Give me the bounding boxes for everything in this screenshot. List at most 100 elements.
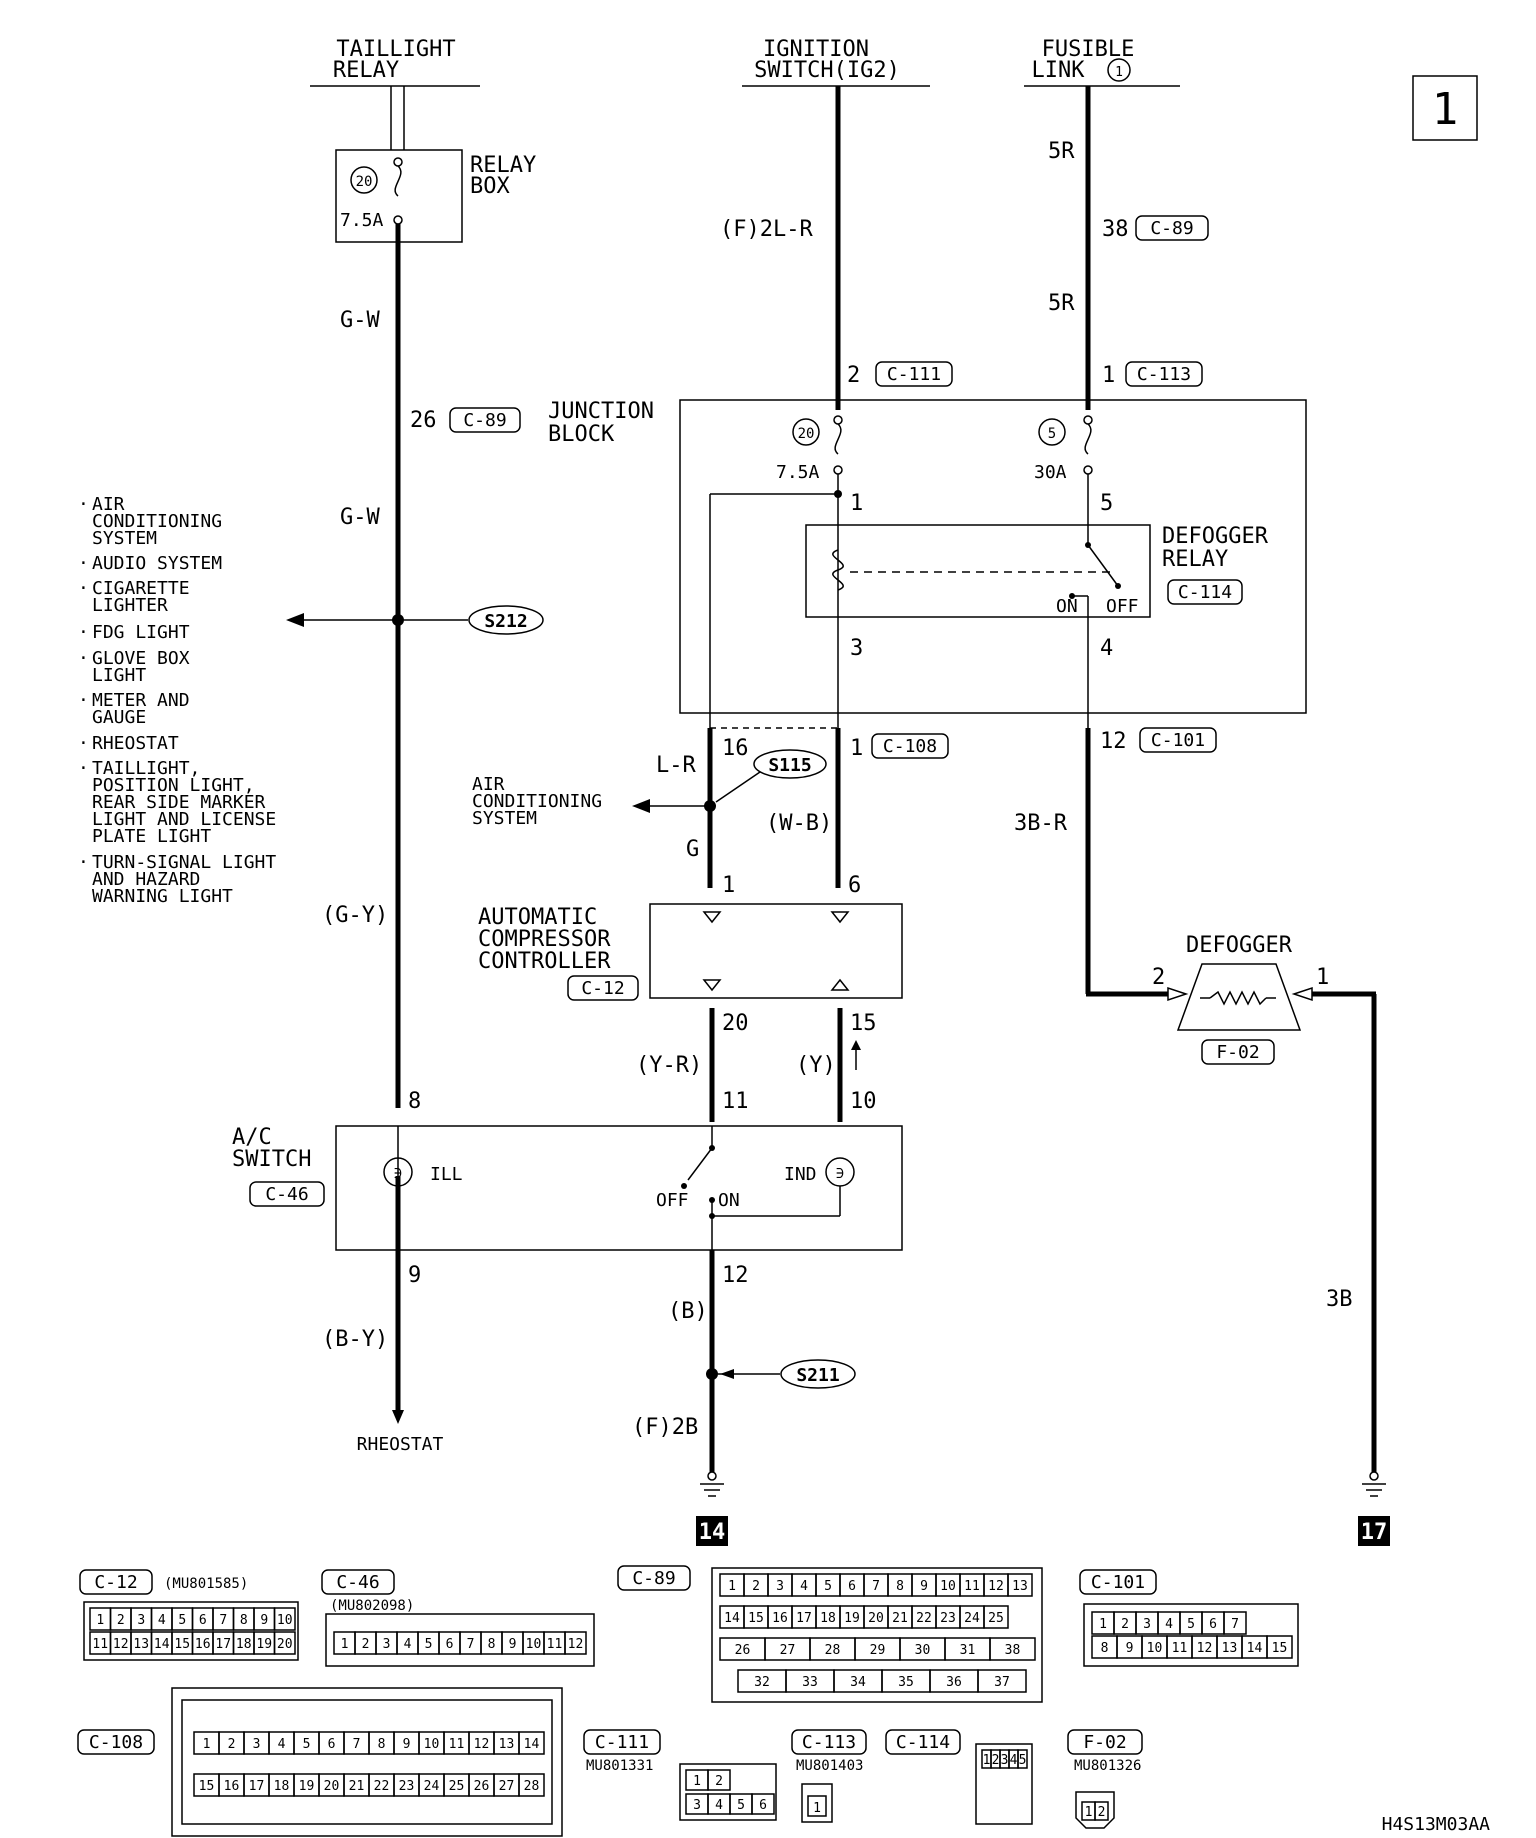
wire-label-yr: (Y-R) bbox=[636, 1053, 702, 1078]
wire-label-g: G bbox=[686, 837, 699, 862]
c108-pin-7: 7 bbox=[353, 1737, 361, 1752]
fusible-label-2: LINK bbox=[1032, 58, 1086, 83]
c89-pin-37: 37 bbox=[994, 1675, 1010, 1690]
c12-pin-11: 11 bbox=[92, 1637, 108, 1652]
c12-pin-8: 8 bbox=[240, 1613, 248, 1628]
c89-pin-34: 34 bbox=[850, 1675, 866, 1690]
wire-label-wb: (W-B) bbox=[766, 811, 832, 836]
cc-pin-1: 1 bbox=[722, 873, 735, 898]
c89-pin-9: 9 bbox=[920, 1579, 928, 1594]
s212-branch-list: · AIR CONDITIONING SYSTEM · AUDIO SYSTEM… bbox=[78, 494, 276, 907]
branch-warning-light: WARNING LIGHT bbox=[92, 886, 233, 907]
c114-pin-3: 3 bbox=[1001, 1753, 1009, 1768]
c114-pin-4: 4 bbox=[1010, 1753, 1018, 1768]
c12-name: C-12 bbox=[94, 1572, 137, 1593]
c89-pin-4: 4 bbox=[800, 1579, 808, 1594]
pin-16: 16 bbox=[722, 736, 749, 761]
svg-text:·: · bbox=[78, 758, 89, 779]
c101-pin-7: 7 bbox=[1231, 1617, 1239, 1632]
ac-switch-connector: C-46 bbox=[265, 1184, 308, 1205]
cc-pin-15: 15 bbox=[850, 1011, 877, 1036]
c46-pin-5: 5 bbox=[425, 1637, 433, 1652]
branch-audio: AUDIO SYSTEM bbox=[92, 553, 222, 574]
junction-block-label-1: JUNCTION bbox=[548, 399, 654, 424]
wire-label-f2b: (F)2B bbox=[632, 1415, 698, 1440]
c12-pin-10: 10 bbox=[277, 1613, 293, 1628]
c108-pin-2: 2 bbox=[228, 1737, 236, 1752]
ac-switch-label-2: SWITCH bbox=[232, 1147, 311, 1172]
c89-pin-3: 3 bbox=[776, 1579, 784, 1594]
c113-pin-1: 1 bbox=[813, 1801, 821, 1816]
svg-text:·: · bbox=[78, 494, 89, 515]
c46-pin-1: 1 bbox=[341, 1637, 349, 1652]
svg-text:·: · bbox=[78, 622, 89, 643]
f02-name: F-02 bbox=[1083, 1732, 1126, 1753]
c46-pin-4: 4 bbox=[404, 1637, 412, 1652]
relay-box-label-1: RELAY bbox=[470, 153, 536, 178]
c108-pin-14: 14 bbox=[524, 1737, 540, 1752]
c101-pin-11: 11 bbox=[1172, 1641, 1188, 1656]
branch-air: AIR bbox=[92, 494, 125, 515]
jb-fuse-b-rating: 30A bbox=[1034, 462, 1067, 483]
c111-pin-cell bbox=[751, 1793, 775, 1815]
c114-pin-5: 5 bbox=[1019, 1753, 1027, 1768]
wire-label-gw1: G-W bbox=[340, 308, 380, 333]
connector-c113-tag: C-113 bbox=[1137, 364, 1191, 385]
sw-pin-10: 10 bbox=[850, 1089, 877, 1114]
branch-rheostat: RHEOSTAT bbox=[92, 733, 179, 754]
c108-pin-8: 8 bbox=[378, 1737, 386, 1752]
c108-pin-cell bbox=[518, 1731, 545, 1755]
f02-part: MU801326 bbox=[1074, 1758, 1141, 1774]
rheostat-label: RHEOSTAT bbox=[357, 1434, 444, 1455]
c101-pin-12: 12 bbox=[1197, 1641, 1213, 1656]
c46-pin-12: 12 bbox=[568, 1637, 584, 1652]
ground-14: 14 bbox=[696, 1471, 728, 1546]
defogger-connector: F-02 bbox=[1216, 1042, 1259, 1063]
defogger-relay-label-1: DEFOGGER bbox=[1162, 524, 1269, 549]
branch-lighter: LIGHTER bbox=[92, 595, 168, 616]
svg-text:·: · bbox=[78, 553, 89, 574]
jb-pin-1: 1 bbox=[850, 491, 863, 516]
c108-pin-18: 18 bbox=[274, 1779, 290, 1794]
jb-pin-5: 5 bbox=[1100, 491, 1113, 516]
c111-pin-2: 2 bbox=[715, 1774, 723, 1789]
c89-pin-32: 32 bbox=[754, 1675, 770, 1690]
c46-part: (MU802098) bbox=[330, 1598, 414, 1614]
c101-pin-10: 10 bbox=[1147, 1641, 1163, 1656]
wire-label-f2lr: (F)2L-R bbox=[720, 217, 813, 242]
relay-fuse-rating: 7.5A bbox=[340, 210, 384, 231]
c89-pin-2: 2 bbox=[752, 1579, 760, 1594]
branch-rear-side-marker: REAR SIDE MARKER bbox=[92, 792, 266, 813]
compressor-label-3: CONTROLLER bbox=[478, 949, 611, 974]
c108-pin-21: 21 bbox=[349, 1779, 365, 1794]
taillight-label-2: RELAY bbox=[333, 58, 399, 83]
c12-pin-5: 5 bbox=[178, 1613, 186, 1628]
c89-pin-cell bbox=[977, 1669, 1027, 1693]
defogger: DEFOGGER 2 1 F-02 bbox=[1152, 933, 1329, 1065]
c89-pin-cell bbox=[1007, 1573, 1033, 1597]
c101-pin-9: 9 bbox=[1126, 1641, 1134, 1656]
pin-26: 26 bbox=[410, 408, 437, 433]
splice-s211: S211 bbox=[706, 1359, 856, 1389]
f02-pin-cell bbox=[1094, 1801, 1109, 1821]
pin-12-c101: 12 bbox=[1100, 729, 1127, 754]
defogger-label: DEFOGGER bbox=[1186, 933, 1293, 958]
c46-pin-6: 6 bbox=[446, 1637, 454, 1652]
ground-17: 17 bbox=[1358, 1471, 1390, 1546]
branch-plate-light: PLATE LIGHT bbox=[92, 826, 211, 847]
c108-pin-6: 6 bbox=[328, 1737, 336, 1752]
c108-pin-9: 9 bbox=[403, 1737, 411, 1752]
c108-pin-4: 4 bbox=[278, 1737, 286, 1752]
c89-pin-1: 1 bbox=[728, 1579, 736, 1594]
c89-pin-27: 27 bbox=[780, 1643, 796, 1658]
wire-label-lr: L-R bbox=[656, 753, 696, 778]
cc-pin-20: 20 bbox=[722, 1011, 749, 1036]
wire-label-3b-r: 3B-R bbox=[1014, 811, 1068, 836]
c12-pin-13: 13 bbox=[133, 1637, 149, 1652]
c12-pin-1: 1 bbox=[96, 1613, 104, 1628]
splice-s115: S115 AIR CONDITIONING SYSTEM bbox=[472, 749, 827, 829]
c108-pin-12: 12 bbox=[474, 1737, 490, 1752]
